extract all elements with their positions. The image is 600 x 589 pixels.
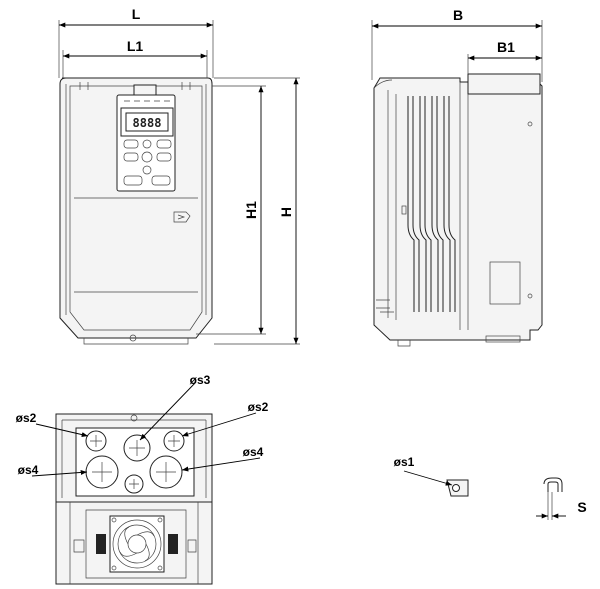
- dim-B: B: [453, 7, 463, 23]
- dim-H1: H1: [243, 201, 259, 219]
- dim-H: H: [278, 207, 294, 217]
- side-view: [373, 73, 543, 347]
- label-s3: øs3: [190, 373, 211, 387]
- side-dimensions: B B1: [371, 7, 543, 82]
- hole-s2-left: [85, 430, 107, 452]
- hole-s3: [123, 434, 151, 462]
- dim-L1: L1: [127, 38, 144, 54]
- label-s2-left: øs2: [16, 411, 37, 425]
- detail-S: S: [536, 477, 587, 520]
- cooling-fan: [109, 515, 165, 573]
- label-s2-right: øs2: [248, 400, 269, 414]
- dim-S: S: [577, 499, 586, 515]
- display-digits: 8888: [133, 116, 162, 130]
- label-s4-right: øs4: [243, 445, 264, 459]
- hole-s4-right: [149, 455, 183, 489]
- label-s1: øs1: [394, 455, 415, 469]
- detail-s1: øs1: [394, 455, 469, 497]
- hole-s4-left: [85, 455, 119, 489]
- label-s4-left: øs4: [18, 463, 39, 477]
- hole-s2-right: [163, 430, 185, 452]
- bottom-view: [55, 413, 213, 585]
- dim-B1: B1: [497, 39, 515, 55]
- bottom-labels: øs3 øs2 øs2 øs4 øs4: [16, 373, 269, 477]
- heatsink-fins: [407, 96, 456, 312]
- hole-small-center: [124, 474, 144, 494]
- display-screen: [125, 112, 169, 132]
- front-dimensions: L L1 H H1: [58, 6, 300, 345]
- dim-L: L: [132, 6, 141, 22]
- front-view: 8888: [59, 77, 213, 345]
